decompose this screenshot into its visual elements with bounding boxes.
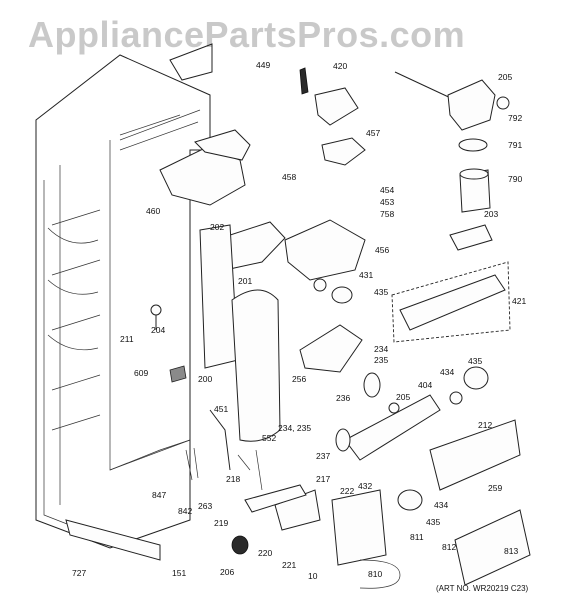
watermark: AppliancePartsPros.com	[28, 14, 466, 55]
callout-label: 217	[316, 474, 331, 484]
callout-label: 404	[418, 380, 433, 390]
callout-label: 220	[258, 548, 273, 558]
callout-label: 792	[508, 113, 523, 123]
callout-label: 200	[198, 374, 213, 384]
callout-label: 457	[366, 128, 381, 138]
cabinet-drawing	[35, 43, 213, 549]
callout-label: 431	[359, 270, 374, 280]
callout-label: 202	[210, 222, 225, 232]
callout-label: 456	[375, 245, 390, 255]
callout-label: 432	[358, 481, 373, 491]
callout-label: 203	[484, 209, 499, 219]
callout-label: 221	[282, 560, 297, 570]
callout-label: 420	[333, 61, 348, 71]
callout-label: 218	[226, 474, 241, 484]
callout-label: 206	[220, 567, 235, 577]
callout-label: 259	[488, 483, 503, 493]
callout-label: 790	[508, 174, 523, 184]
callout-label: 204	[151, 325, 166, 335]
callout-label: 812	[442, 542, 457, 552]
callout-label: 791	[508, 140, 523, 150]
art-number: (ART NO. WR20219 C23)	[436, 584, 529, 593]
callout-label: 449	[256, 60, 271, 70]
callout-label: 235	[374, 355, 389, 365]
callout-label: 263	[198, 501, 213, 511]
callout-label: 434	[434, 500, 449, 510]
callout-label: 234	[374, 344, 389, 354]
callout-label: 847	[152, 490, 167, 500]
callout-label: 10	[308, 571, 318, 581]
callout-label: 212	[478, 420, 493, 430]
callout-label: 458	[282, 172, 297, 182]
callout-label: 434	[440, 367, 455, 377]
callout-label: 435	[468, 356, 483, 366]
callout-label: 609	[134, 368, 149, 378]
callout-label: 811	[410, 532, 424, 542]
callout-label: 810	[368, 569, 383, 579]
callout-label: 205	[498, 72, 513, 82]
callout-label: 205	[396, 392, 411, 402]
callout-label: 454	[380, 185, 395, 195]
callout-label: 552	[262, 433, 277, 443]
ice-maker-drawing	[159, 67, 511, 442]
callout-label: 201	[238, 276, 253, 286]
callout-label: 451	[214, 404, 229, 414]
callout-label: 727	[72, 568, 87, 578]
callout-label: 151	[172, 568, 187, 578]
callout-label: 219	[214, 518, 229, 528]
callout-label: 842	[178, 506, 193, 516]
callout-label: 237	[316, 451, 331, 461]
callout-label: 236	[336, 393, 351, 403]
callout-label: 460	[146, 206, 161, 216]
callout-label: 435	[426, 517, 441, 527]
callout-label: 211	[120, 334, 134, 344]
callout-label: 435	[374, 287, 389, 297]
callout-label: 256	[292, 374, 307, 384]
callout-label: 234, 235	[278, 423, 312, 433]
callout-label: 758	[380, 209, 395, 219]
callout-label: 421	[512, 296, 527, 306]
dispenser-drawing	[65, 304, 531, 589]
callout-label: 813	[504, 546, 519, 556]
callout-label: 222	[340, 486, 355, 496]
callout-label: 453	[380, 197, 395, 207]
